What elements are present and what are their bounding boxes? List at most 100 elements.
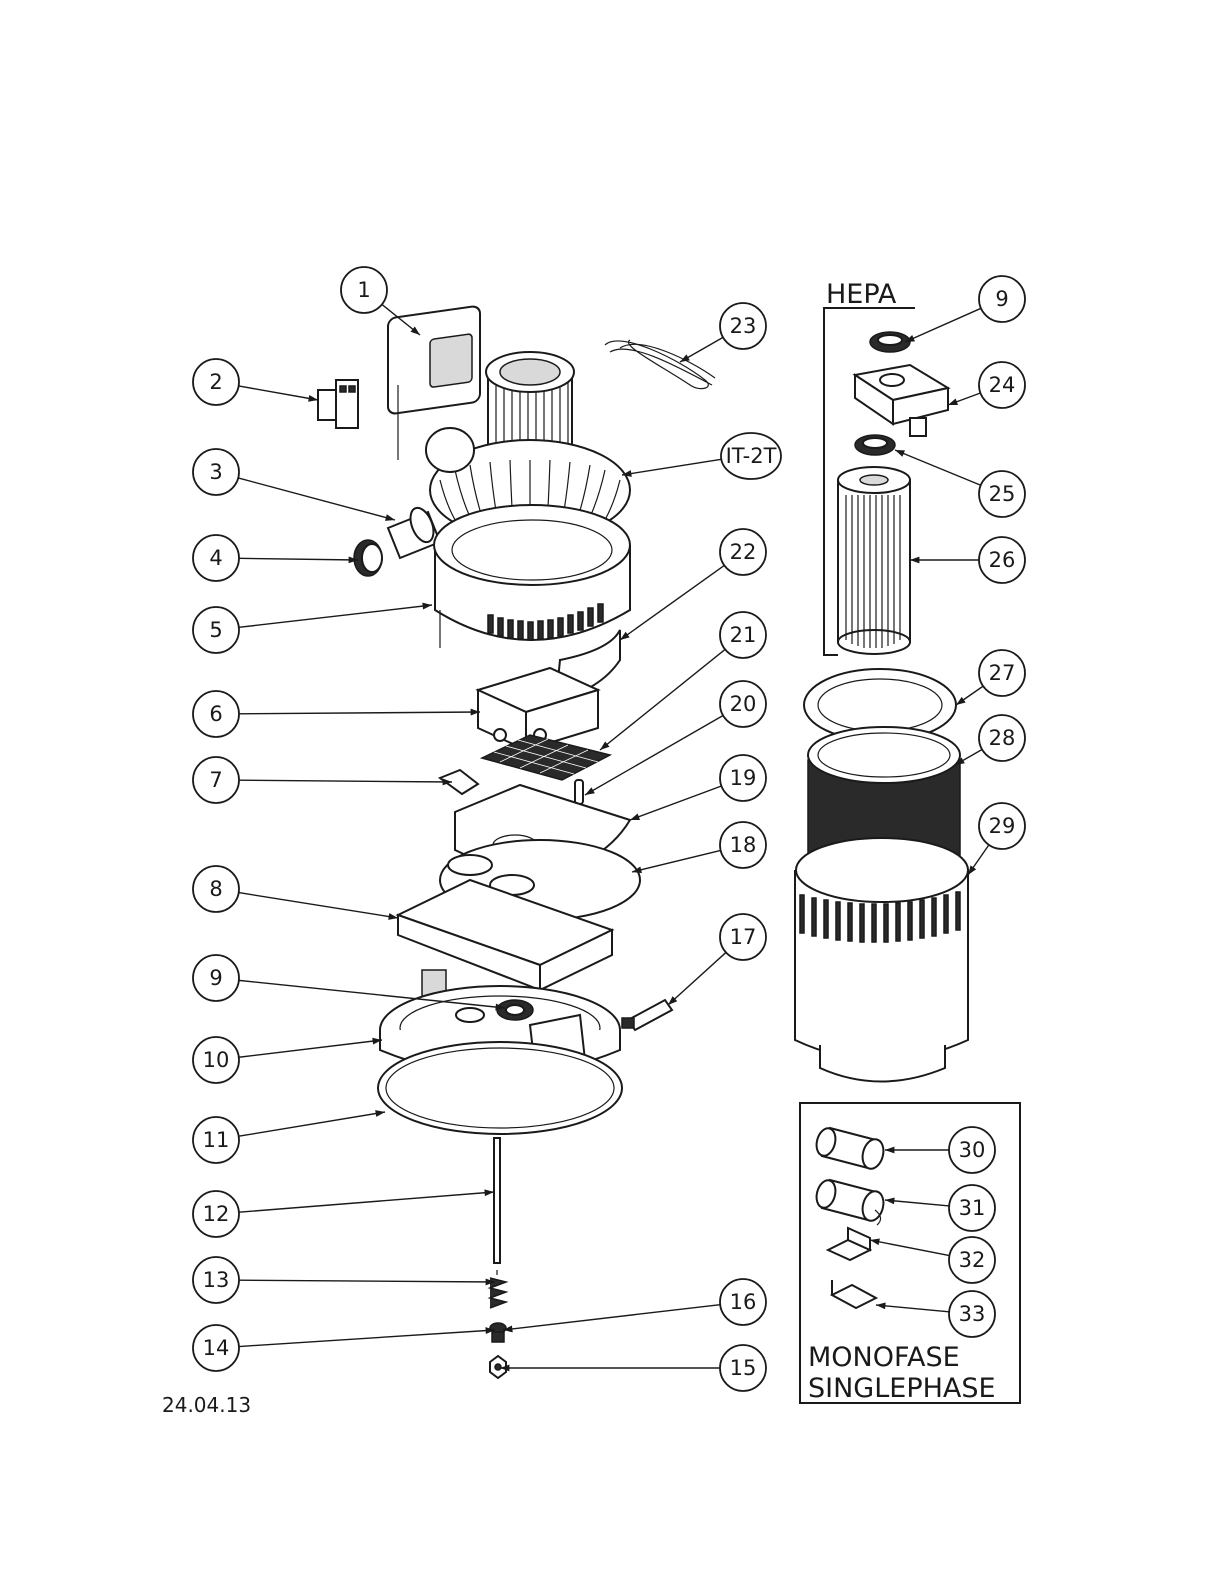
callout-arrowhead <box>870 1238 880 1245</box>
callout-arrowhead <box>948 399 958 405</box>
callout-label: 21 <box>730 623 757 647</box>
callout-label: 1 <box>357 278 370 302</box>
callout-leader <box>630 786 721 820</box>
part-housing <box>434 505 630 648</box>
callout-arrowhead <box>620 632 630 640</box>
part-ring <box>354 540 382 576</box>
callout-arrowhead <box>375 1110 385 1117</box>
callout-label: 15 <box>730 1356 757 1380</box>
callout-leader <box>239 893 398 918</box>
callout-label: 3 <box>209 460 222 484</box>
callout-label: 29 <box>989 814 1016 838</box>
callout-leader <box>239 1192 494 1212</box>
callout-arrowhead <box>422 603 432 610</box>
monofase-title: MONOFASE <box>808 1342 960 1373</box>
callout-leader <box>239 1040 382 1057</box>
callout-label: 23 <box>730 314 757 338</box>
callout-leader <box>239 1112 385 1136</box>
callout-arrowhead <box>388 913 398 920</box>
part-ring-gasket <box>378 1042 622 1134</box>
callout-label: 33 <box>959 1302 986 1326</box>
part-hepa-seal-top <box>870 332 910 352</box>
callout-label: 2 <box>209 370 222 394</box>
callout-label: 7 <box>209 768 222 792</box>
callout-label: 27 <box>989 661 1016 685</box>
callout-leader <box>238 478 395 520</box>
part-tube <box>388 505 440 558</box>
part-bracket-b <box>832 1280 876 1308</box>
callout-label: 12 <box>203 1202 230 1226</box>
callout-leader <box>239 1280 495 1282</box>
callout-label: 8 <box>209 877 222 901</box>
part-hepa-filter <box>838 467 910 654</box>
callout-label: 9 <box>209 966 222 990</box>
part-bracket-a <box>828 1228 870 1260</box>
callout-leader <box>620 565 724 640</box>
callout-leader <box>622 459 721 475</box>
callout-leader <box>239 1330 495 1347</box>
part-capacitor-b <box>814 1178 887 1225</box>
callout-arrowhead <box>895 450 905 457</box>
callout-label: 20 <box>730 692 757 716</box>
part-latch <box>622 1000 672 1030</box>
callout-label: 6 <box>209 702 222 726</box>
callout-arrowhead <box>910 557 919 564</box>
drawing-date: 24.04.13 <box>162 1393 251 1417</box>
callout-label: 28 <box>989 726 1016 750</box>
part-pin <box>575 780 583 804</box>
callout-leader <box>239 780 452 782</box>
callout-arrowhead <box>876 1302 886 1309</box>
part-small-seal <box>490 1323 506 1342</box>
callout-label: 32 <box>959 1248 986 1272</box>
callout-leader <box>239 386 318 400</box>
singlephase-title: SINGLEPHASE <box>808 1373 996 1404</box>
callout-leader <box>239 558 358 560</box>
callout-leader <box>600 649 725 750</box>
callout-label: 11 <box>203 1128 230 1152</box>
callout-arrowhead <box>885 1197 895 1204</box>
part-terminal-block <box>318 380 358 428</box>
callout-leader <box>239 712 480 714</box>
callout-leader <box>239 605 432 627</box>
hepa-bracket <box>824 308 838 655</box>
callout-label: 9 <box>995 287 1008 311</box>
part-rod <box>494 1138 500 1275</box>
callout-arrowhead <box>885 1147 894 1154</box>
callout-label: 17 <box>730 925 757 949</box>
callout-label: 14 <box>203 1336 230 1360</box>
part-container <box>795 838 968 1082</box>
callout-label: 26 <box>989 548 1016 572</box>
part-hepa-seal-bottom <box>855 435 895 455</box>
callout-label: 19 <box>730 766 757 790</box>
callout-arrowhead <box>308 395 318 402</box>
callout-label: 18 <box>730 833 757 857</box>
callout-label: 31 <box>959 1196 986 1220</box>
part-hepa-adapter <box>855 365 948 436</box>
callout-label: 30 <box>959 1138 986 1162</box>
callout-leader <box>668 952 726 1005</box>
part-capacitor-a <box>814 1126 887 1171</box>
callout-leader <box>905 308 981 342</box>
callout-leader <box>632 850 721 872</box>
part-cable <box>605 340 715 389</box>
callout-arrowhead <box>630 814 640 820</box>
callout-label: 5 <box>209 618 222 642</box>
callout-arrowhead <box>385 514 395 521</box>
callout-label: 4 <box>209 546 222 570</box>
callout-label: 25 <box>989 482 1016 506</box>
callout-label: 13 <box>203 1268 230 1292</box>
callout-arrowhead <box>956 697 966 705</box>
callout-leader <box>503 1305 720 1330</box>
callout-label: 16 <box>730 1290 757 1314</box>
callout-leader <box>885 1200 949 1206</box>
callout-label: 22 <box>730 540 757 564</box>
callout-label: IT-2T <box>726 444 777 468</box>
callout-arrowhead <box>585 787 595 795</box>
callout-label: 24 <box>989 373 1016 397</box>
callout-label: 10 <box>203 1048 230 1072</box>
callout-arrowhead <box>968 865 976 875</box>
hepa-title: HEPA <box>826 279 897 310</box>
callout-leader <box>876 1305 949 1312</box>
callout-leader <box>870 1240 949 1256</box>
